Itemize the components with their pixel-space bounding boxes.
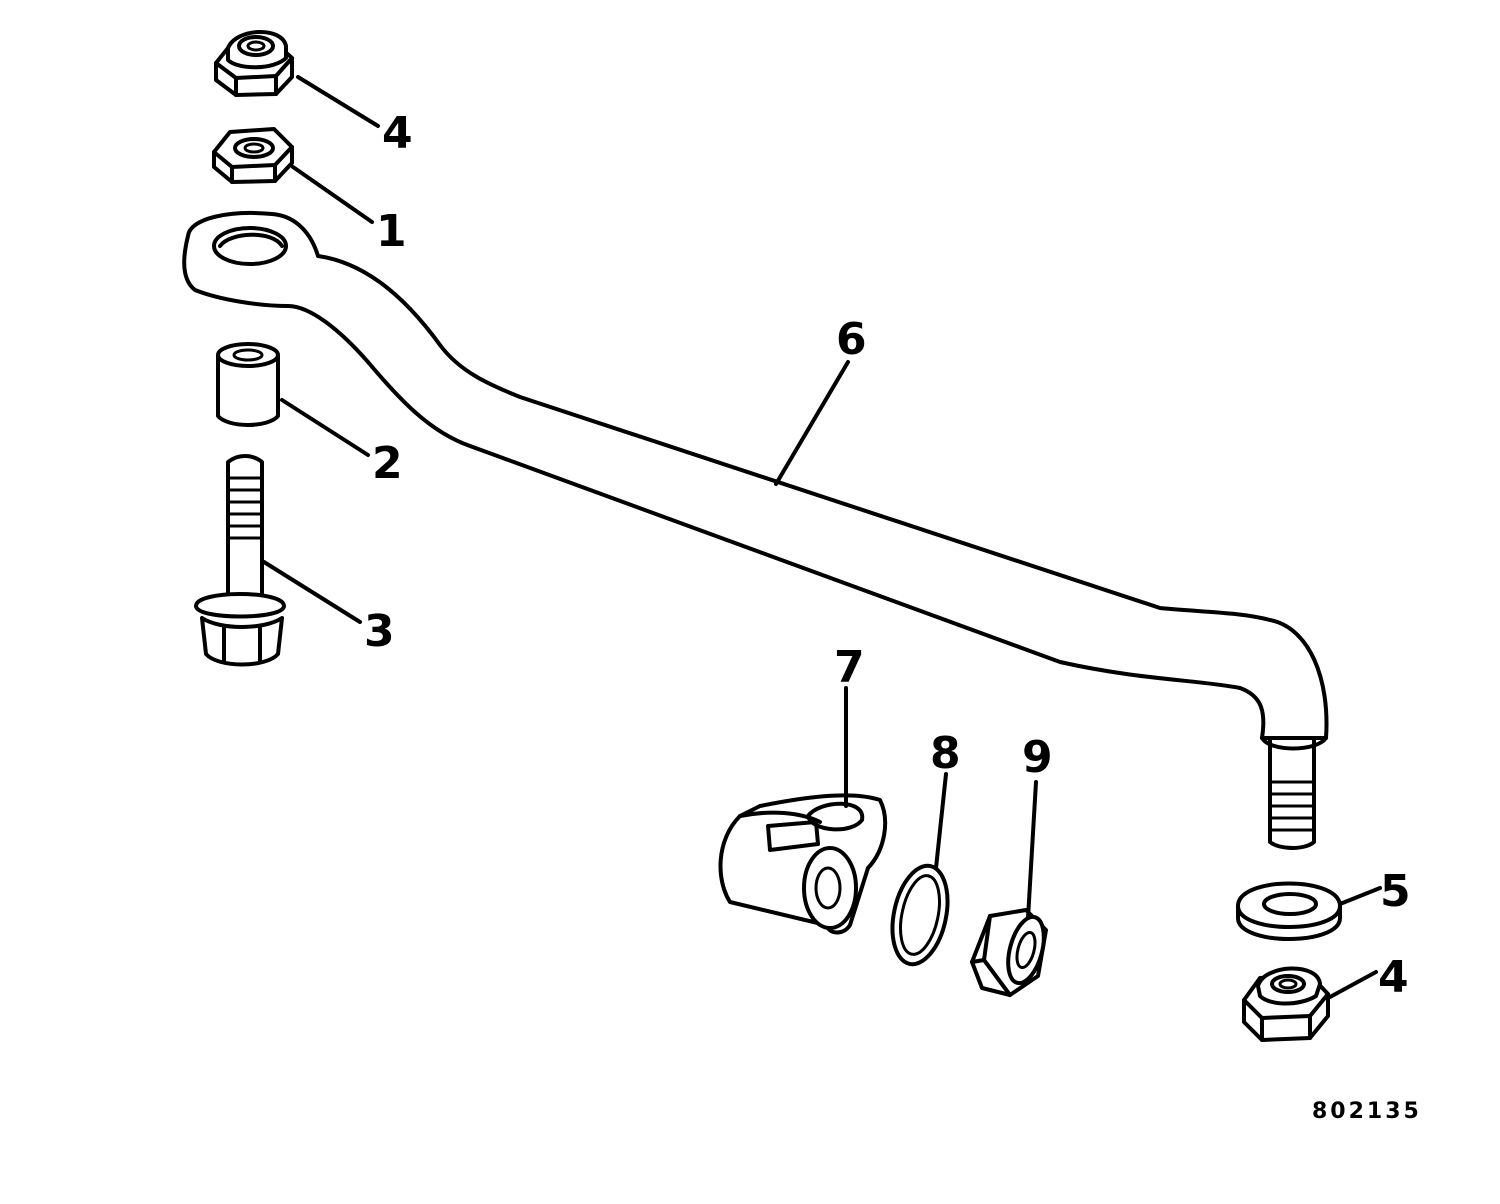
leader-5	[1338, 886, 1382, 906]
callout-4-top: 4	[382, 108, 413, 159]
leader-4-top	[296, 75, 380, 128]
leader-3	[262, 560, 362, 624]
lock-nut-top	[214, 30, 294, 97]
callout-7: 7	[834, 642, 865, 693]
leader-9	[1026, 780, 1038, 920]
swivel-block	[718, 793, 888, 935]
leader-1	[291, 165, 374, 224]
leader-6	[774, 360, 850, 486]
callout-9: 9	[1022, 732, 1053, 783]
leader-8	[934, 772, 948, 870]
flange-bolt	[194, 454, 286, 667]
hex-nut	[212, 127, 294, 184]
link-rod	[182, 210, 1329, 740]
callout-6: 6	[836, 314, 867, 365]
flat-washer	[1236, 881, 1342, 941]
rod-threaded-end	[1260, 736, 1328, 850]
leader-2	[280, 398, 370, 457]
locknut-side	[970, 908, 1048, 997]
callout-labels: 4 1 2 3 6 7 8 9 5 4	[364, 108, 1411, 1003]
callout-3: 3	[364, 606, 395, 657]
washer	[890, 863, 950, 967]
callout-2: 2	[372, 438, 403, 489]
callout-5: 5	[1380, 866, 1411, 917]
figure-number: 802135	[1312, 1099, 1422, 1124]
callout-8: 8	[930, 728, 961, 779]
callout-1: 1	[376, 206, 407, 257]
leader-lines	[262, 75, 1382, 999]
leader-4-bottom	[1328, 970, 1378, 999]
spacer	[216, 342, 280, 427]
lock-nut-bottom	[1242, 966, 1330, 1042]
callout-4-bottom: 4	[1378, 952, 1409, 1003]
